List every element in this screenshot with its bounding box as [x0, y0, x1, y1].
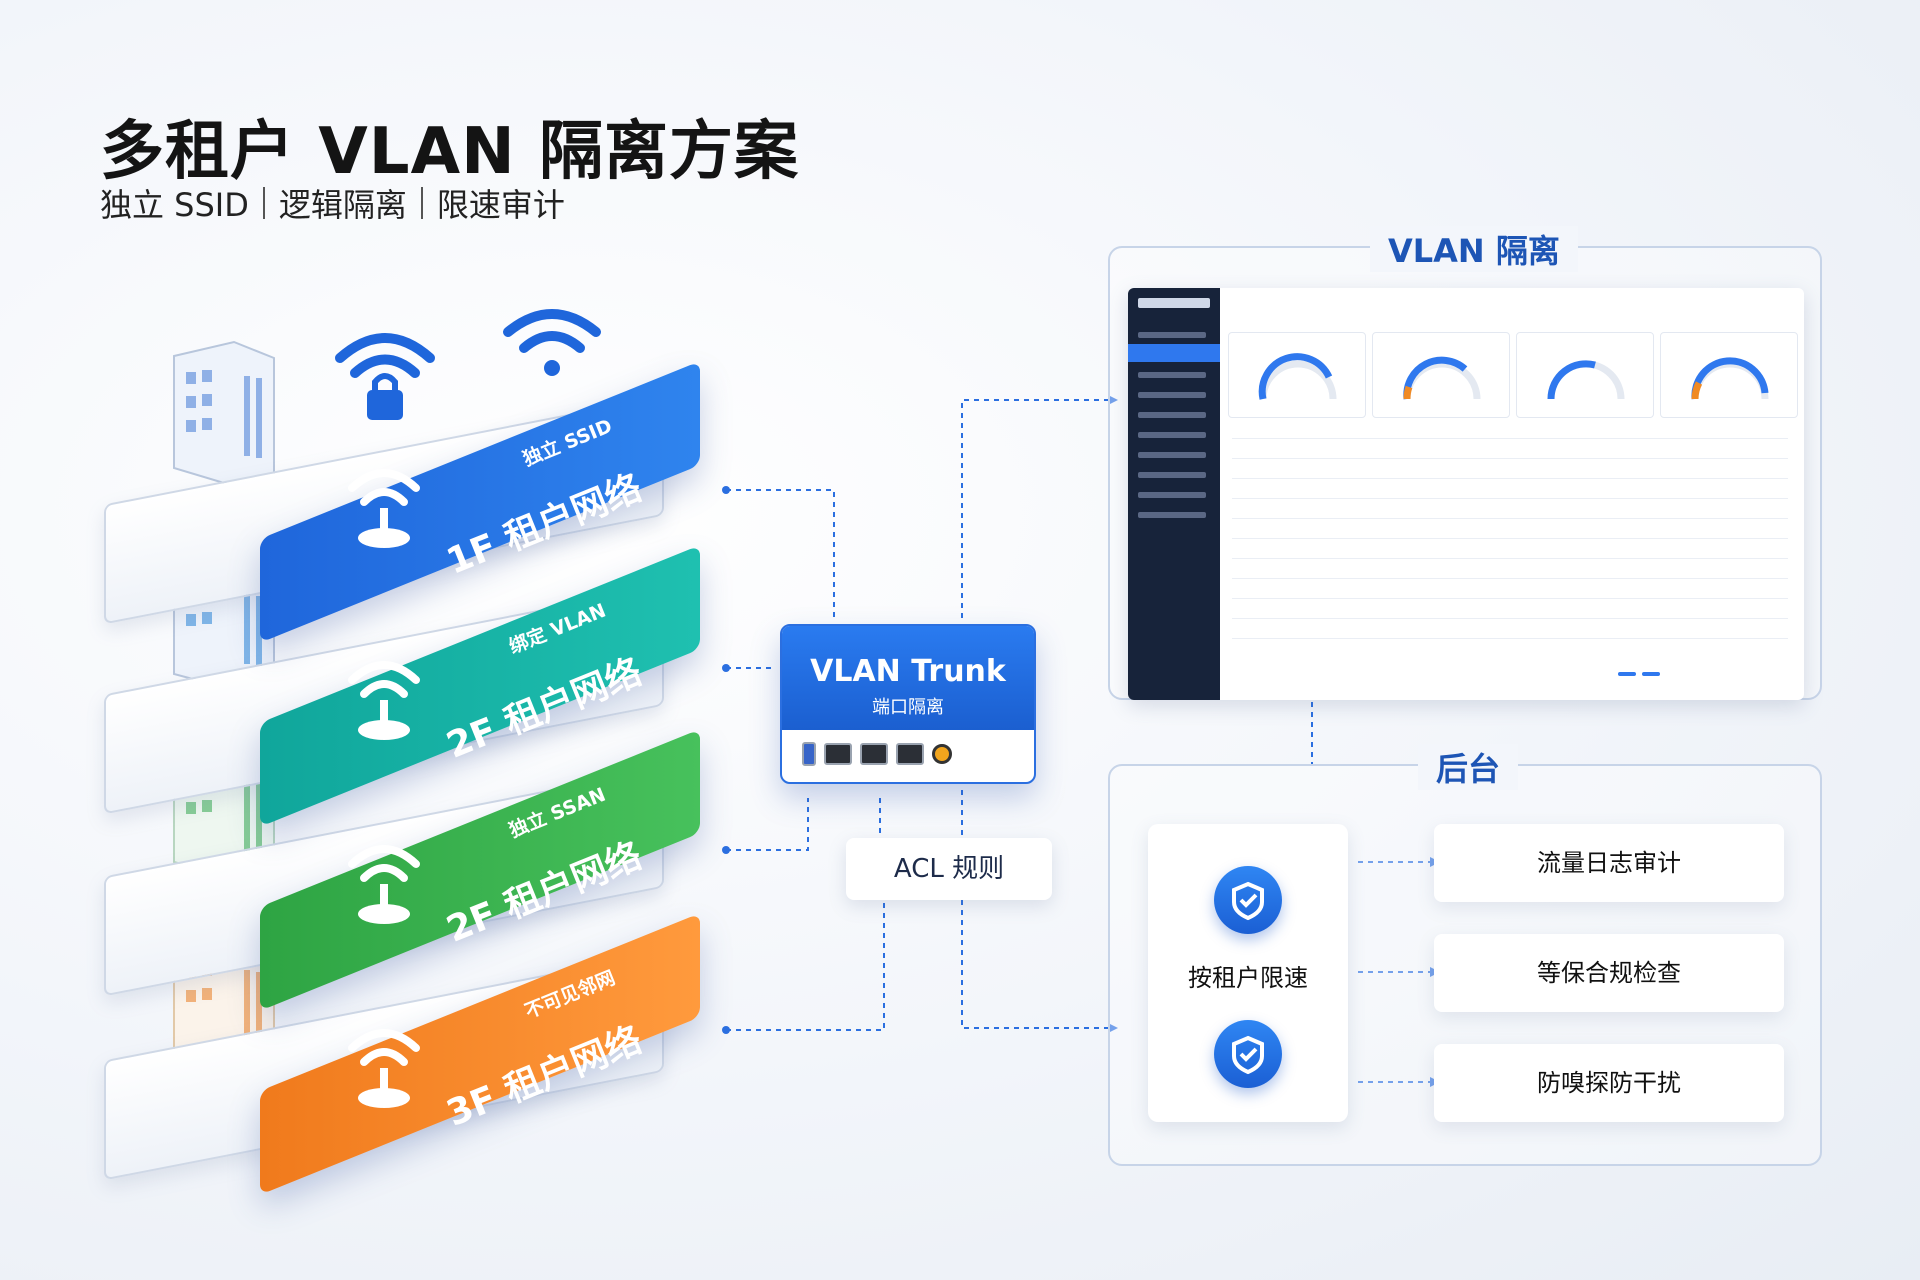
speed-limit-label: 按租户限速 — [1188, 964, 1308, 992]
sidebar-item — [1138, 432, 1206, 438]
backend-panel-title: 后台 — [1418, 744, 1519, 790]
dashboard-sidebar — [1128, 288, 1220, 700]
sidebar-item — [1138, 472, 1206, 478]
sidebar-item — [1138, 412, 1206, 418]
power-port-icon — [932, 744, 952, 764]
table-row — [1232, 558, 1788, 559]
table-row — [1232, 498, 1788, 499]
sidebar-item-active — [1128, 344, 1220, 362]
access-point-icon — [348, 845, 420, 924]
trunk-ports — [782, 730, 1034, 778]
table-row — [1232, 458, 1788, 459]
wifi-lock-icon — [335, 333, 435, 420]
subtitle-separator — [420, 187, 423, 219]
table-row — [1232, 518, 1788, 519]
vlan-trunk-switch: VLAN Trunk 端口隔离 — [780, 624, 1036, 784]
table-row — [1232, 618, 1788, 619]
sidebar-item — [1138, 392, 1206, 398]
sidebar-item — [1138, 372, 1206, 378]
table-row — [1232, 478, 1788, 479]
gauge-card — [1516, 332, 1654, 418]
ethernet-port-icon — [860, 743, 888, 765]
gauge-card — [1228, 332, 1366, 418]
page-subtitle: 独立 SSID 逻辑隔离 限速审计 — [100, 180, 565, 226]
pagination-active — [1618, 672, 1636, 676]
vlan-panel-title: VLAN 隔离 — [1370, 226, 1578, 272]
subtitle-item: 独立 SSID — [100, 186, 249, 224]
access-point-icon — [348, 469, 420, 548]
trunk-subtitle: 端口隔离 — [872, 697, 944, 718]
shield-icon — [1214, 1020, 1282, 1088]
feature-anti-sniffing: 防嗅探防干扰 — [1434, 1044, 1784, 1122]
feature-compliance-check: 等保合规检查 — [1434, 934, 1784, 1012]
ethernet-port-icon — [824, 743, 852, 765]
acl-rules-box: ACL 规则 — [846, 838, 1052, 900]
table-row — [1232, 538, 1788, 539]
access-point-icon — [348, 1029, 420, 1108]
feature-traffic-audit: 流量日志审计 — [1434, 824, 1784, 902]
table-row — [1232, 438, 1788, 439]
trunk-title: VLAN Trunk — [810, 654, 1006, 689]
speed-limit-card: 按租户限速 — [1148, 824, 1348, 1122]
sidebar-item — [1138, 452, 1206, 458]
subtitle-separator — [262, 187, 265, 219]
table-row — [1232, 578, 1788, 579]
shield-icon — [1214, 866, 1282, 934]
usb-port-icon — [802, 742, 816, 766]
wifi-icon — [503, 309, 601, 376]
subtitle-item: 逻辑隔离 — [278, 186, 407, 224]
trunk-header: VLAN Trunk 端口隔离 — [782, 626, 1034, 730]
subtitle-item: 限速审计 — [436, 186, 565, 224]
dashboard-logo — [1138, 298, 1210, 308]
table-row — [1232, 638, 1788, 639]
ethernet-port-icon — [896, 743, 924, 765]
sidebar-item — [1138, 512, 1206, 518]
table-row — [1232, 598, 1788, 599]
access-point-icon — [348, 661, 420, 740]
gauge-card — [1660, 332, 1798, 418]
pagination-item — [1642, 672, 1660, 676]
dashboard-preview — [1128, 288, 1804, 700]
gauge-card — [1372, 332, 1510, 418]
page-title: 多租户 VLAN 隔离方案 — [100, 115, 799, 189]
sidebar-item — [1138, 332, 1206, 338]
sidebar-item — [1138, 492, 1206, 498]
